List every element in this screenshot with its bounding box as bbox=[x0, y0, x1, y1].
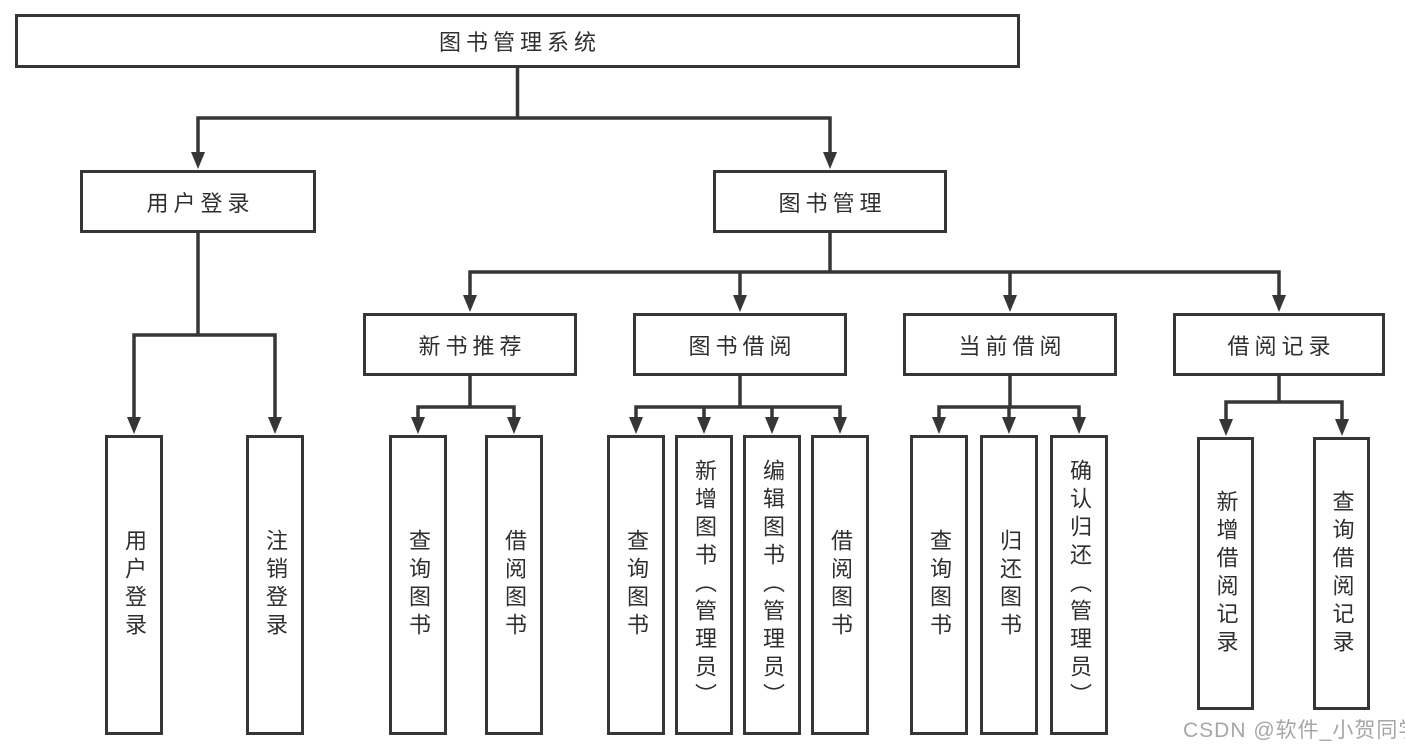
node-user-login: 用户登录 bbox=[80, 170, 316, 233]
leaf-query-books-3: 查询图书 bbox=[910, 435, 968, 735]
connector-current-borrow bbox=[937, 374, 1081, 422]
node-book-borrow-label: 图书借阅 bbox=[688, 333, 797, 359]
leaf-query-borrow-record: 查询借阅记录 bbox=[1313, 437, 1370, 710]
leaf-edit-books-admin-label: 编辑图书（管理员） bbox=[760, 459, 785, 711]
leaf-query-books-1-label: 查询图书 bbox=[406, 529, 431, 641]
node-book-mgmt-label: 图书管理 bbox=[778, 190, 887, 216]
leaf-query-books-2: 查询图书 bbox=[607, 435, 665, 735]
node-new-books-label: 新书推荐 bbox=[418, 333, 527, 359]
leaf-logout: 注销登录 bbox=[246, 435, 304, 735]
arrowheads bbox=[127, 152, 1349, 436]
node-user-login-label: 用户登录 bbox=[146, 190, 255, 216]
connector-user-login bbox=[132, 231, 277, 422]
leaf-add-books-admin-label: 新增图书（管理员） bbox=[692, 459, 717, 711]
connector-root bbox=[196, 66, 832, 156]
leaf-confirm-return-admin: 确认归还（管理员） bbox=[1050, 435, 1108, 735]
leaf-query-books-3-label: 查询图书 bbox=[927, 529, 952, 641]
leaf-borrow-books-1-label: 借阅图书 bbox=[502, 529, 527, 641]
node-current-borrow-label: 当前借阅 bbox=[958, 333, 1067, 359]
node-new-books: 新书推荐 bbox=[363, 313, 577, 376]
leaf-logout-label: 注销登录 bbox=[263, 529, 288, 641]
leaf-query-borrow-record-label: 查询借阅记录 bbox=[1329, 489, 1355, 658]
node-borrow-records: 借阅记录 bbox=[1173, 313, 1385, 376]
connector-book-borrow bbox=[634, 374, 842, 422]
connector-book-mgmt bbox=[468, 231, 1281, 300]
leaf-add-borrow-record-label: 新增借阅记录 bbox=[1213, 489, 1239, 658]
leaf-confirm-return-admin-label: 确认归还（管理员） bbox=[1067, 459, 1092, 711]
leaf-borrow-books-1: 借阅图书 bbox=[485, 435, 543, 735]
leaf-add-borrow-record: 新增借阅记录 bbox=[1197, 437, 1254, 710]
node-borrow-records-label: 借阅记录 bbox=[1227, 333, 1336, 359]
node-root: 图书管理系统 bbox=[15, 14, 1020, 68]
node-book-borrow: 图书借阅 bbox=[633, 313, 847, 376]
leaf-return-books-label: 归还图书 bbox=[997, 529, 1022, 641]
node-root-label: 图书管理系统 bbox=[438, 30, 601, 55]
leaf-query-books-1: 查询图书 bbox=[389, 435, 447, 735]
connector-borrow-records bbox=[1224, 374, 1344, 424]
leaf-borrow-books-2-label: 借阅图书 bbox=[828, 529, 853, 641]
leaf-query-books-2-label: 查询图书 bbox=[624, 529, 649, 641]
node-book-mgmt: 图书管理 bbox=[713, 170, 947, 233]
connector-new-books bbox=[416, 374, 516, 422]
leaf-user-login-label: 用户登录 bbox=[122, 529, 147, 641]
leaf-add-books-admin: 新增图书（管理员） bbox=[675, 435, 733, 735]
leaf-edit-books-admin: 编辑图书（管理员） bbox=[743, 435, 801, 735]
csdn-watermark: CSDN @软件_小贺同学 bbox=[1183, 719, 1405, 742]
leaf-return-books: 归还图书 bbox=[980, 435, 1038, 735]
node-current-borrow: 当前借阅 bbox=[903, 313, 1117, 376]
leaf-user-login: 用户登录 bbox=[105, 435, 163, 735]
leaf-borrow-books-2: 借阅图书 bbox=[811, 435, 869, 735]
